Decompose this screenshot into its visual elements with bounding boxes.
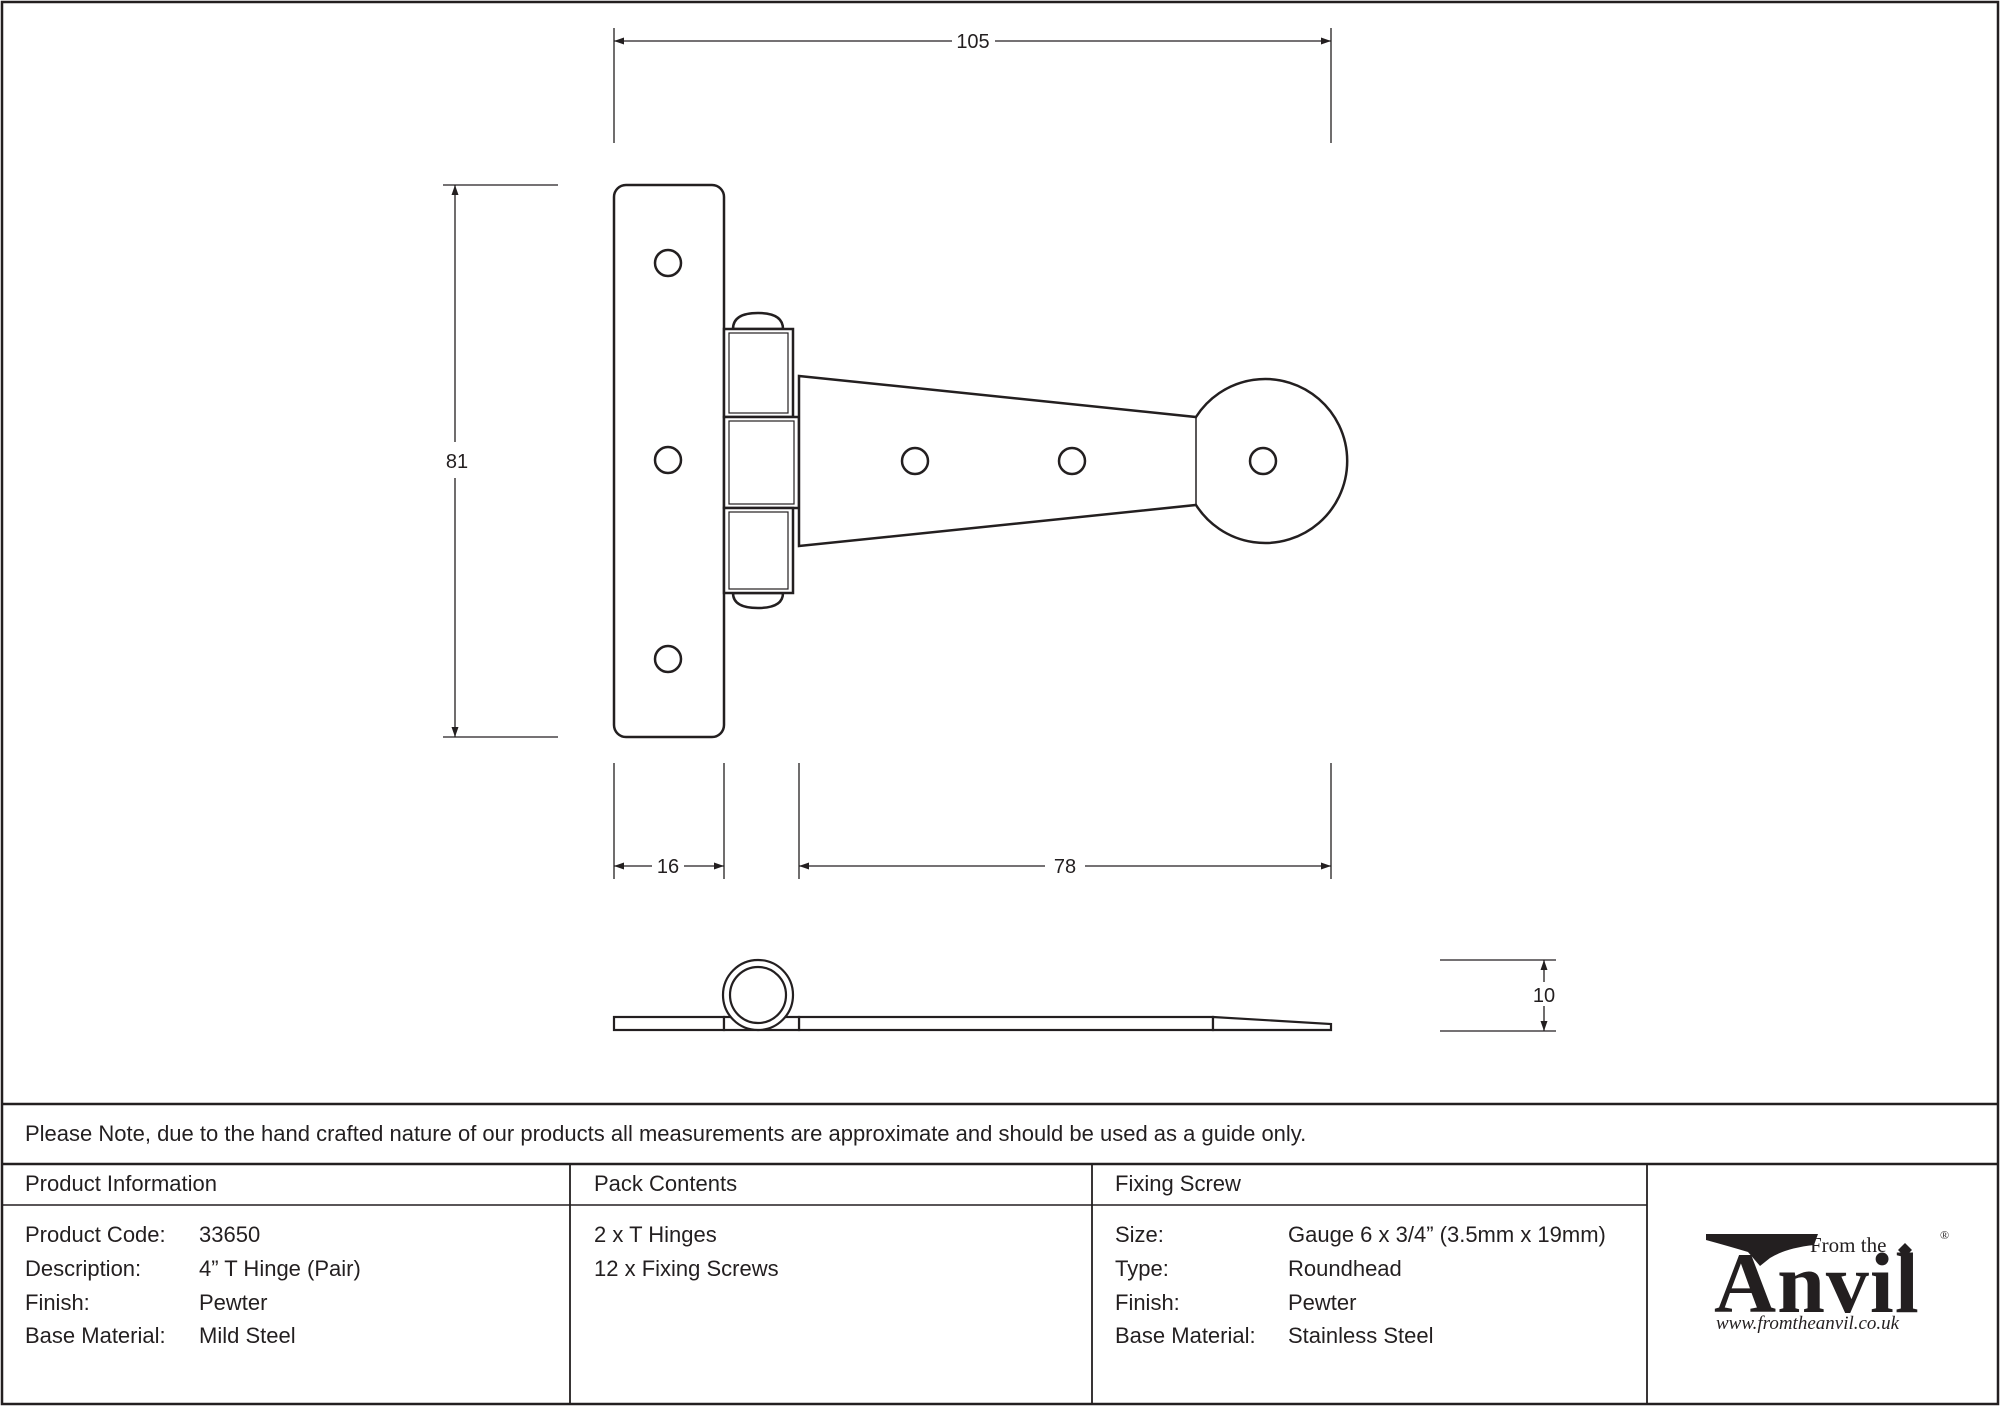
hinge-front-view <box>612 183 1349 739</box>
knuckle-middle-inner <box>728 420 795 505</box>
base-material-value: Mild Steel <box>199 1323 296 1348</box>
knuckle-bottom <box>722 506 795 595</box>
dim-strap-length: 78 <box>1054 856 1076 878</box>
dim-overall-width: 105 <box>956 31 989 53</box>
dim-leaf-width: 16 <box>657 856 679 878</box>
screw-hole <box>1057 446 1087 476</box>
product-code-value: 33650 <box>199 1222 261 1247</box>
pack-item: 12 x Fixing Screws <box>594 1256 779 1281</box>
dimension-lines <box>443 28 1556 1032</box>
screw-material-label: Base Material: <box>1115 1323 1256 1348</box>
pack-contents-heading: Pack Contents <box>594 1171 738 1196</box>
logo-url-text: www.fromtheanvil.co.uk <box>1716 1313 1900 1334</box>
description-value: 4” T Hinge (Pair) <box>199 1256 361 1281</box>
screw-type-label: Type: <box>1115 1256 1169 1281</box>
diamond-icon <box>1898 1243 1912 1257</box>
disclaimer-note: Please Note, due to the hand crafted nat… <box>25 1121 1307 1146</box>
knuckle-top-inner <box>728 332 789 414</box>
logo-registered-mark: ® <box>1940 1228 1950 1242</box>
logo-anvil-text: Anvil <box>1714 1235 1920 1331</box>
finish-value: Pewter <box>199 1290 268 1315</box>
screw-hole <box>653 445 683 475</box>
dimension-labels: 105 81 16 78 10 <box>446 31 1555 1007</box>
screw-hole <box>653 644 683 674</box>
finish-label: Finish: <box>25 1290 90 1315</box>
knuckle-cap-top <box>731 311 785 331</box>
screw-hole <box>653 248 683 278</box>
screw-size-label: Size: <box>1115 1222 1164 1247</box>
description-label: Description: <box>25 1256 142 1281</box>
hinge-side-view <box>612 958 1333 1032</box>
side-knuckle-inner <box>728 965 788 1025</box>
fixing-screw-heading: Fixing Screw <box>1115 1171 1241 1196</box>
knuckle-middle <box>722 415 801 510</box>
pack-item: 2 x T Hinges <box>594 1222 717 1247</box>
screw-hole <box>1248 446 1278 476</box>
side-plate-taper <box>1211 1015 1333 1032</box>
screw-finish-label: Finish: <box>1115 1290 1180 1315</box>
base-material-label: Base Material: <box>25 1323 166 1348</box>
screw-material-value: Stainless Steel <box>1288 1323 1434 1348</box>
knuckle-bottom-inner <box>728 511 789 590</box>
anvil-logo-graphic <box>1706 1234 1912 1266</box>
product-info-heading: Product Information <box>25 1171 217 1196</box>
screw-size-value: Gauge 6 x 3/4” (3.5mm x 19mm) <box>1288 1222 1606 1247</box>
screw-finish-value: Pewter <box>1288 1290 1357 1315</box>
side-plate-left <box>612 1015 726 1032</box>
info-table-grid <box>2 1102 1998 1404</box>
knuckle-cap-bottom <box>731 591 785 610</box>
product-code-label: Product Code: <box>25 1222 166 1247</box>
anvil-icon <box>1706 1234 1818 1266</box>
dim-thickness: 10 <box>1533 985 1555 1007</box>
knuckle-top <box>722 327 795 419</box>
screw-hole <box>900 446 930 476</box>
side-plate-right <box>797 1015 1215 1032</box>
logo-from-text: From the <box>1810 1233 1887 1257</box>
dim-height: 81 <box>446 451 468 473</box>
screw-type-value: Roundhead <box>1288 1256 1402 1281</box>
